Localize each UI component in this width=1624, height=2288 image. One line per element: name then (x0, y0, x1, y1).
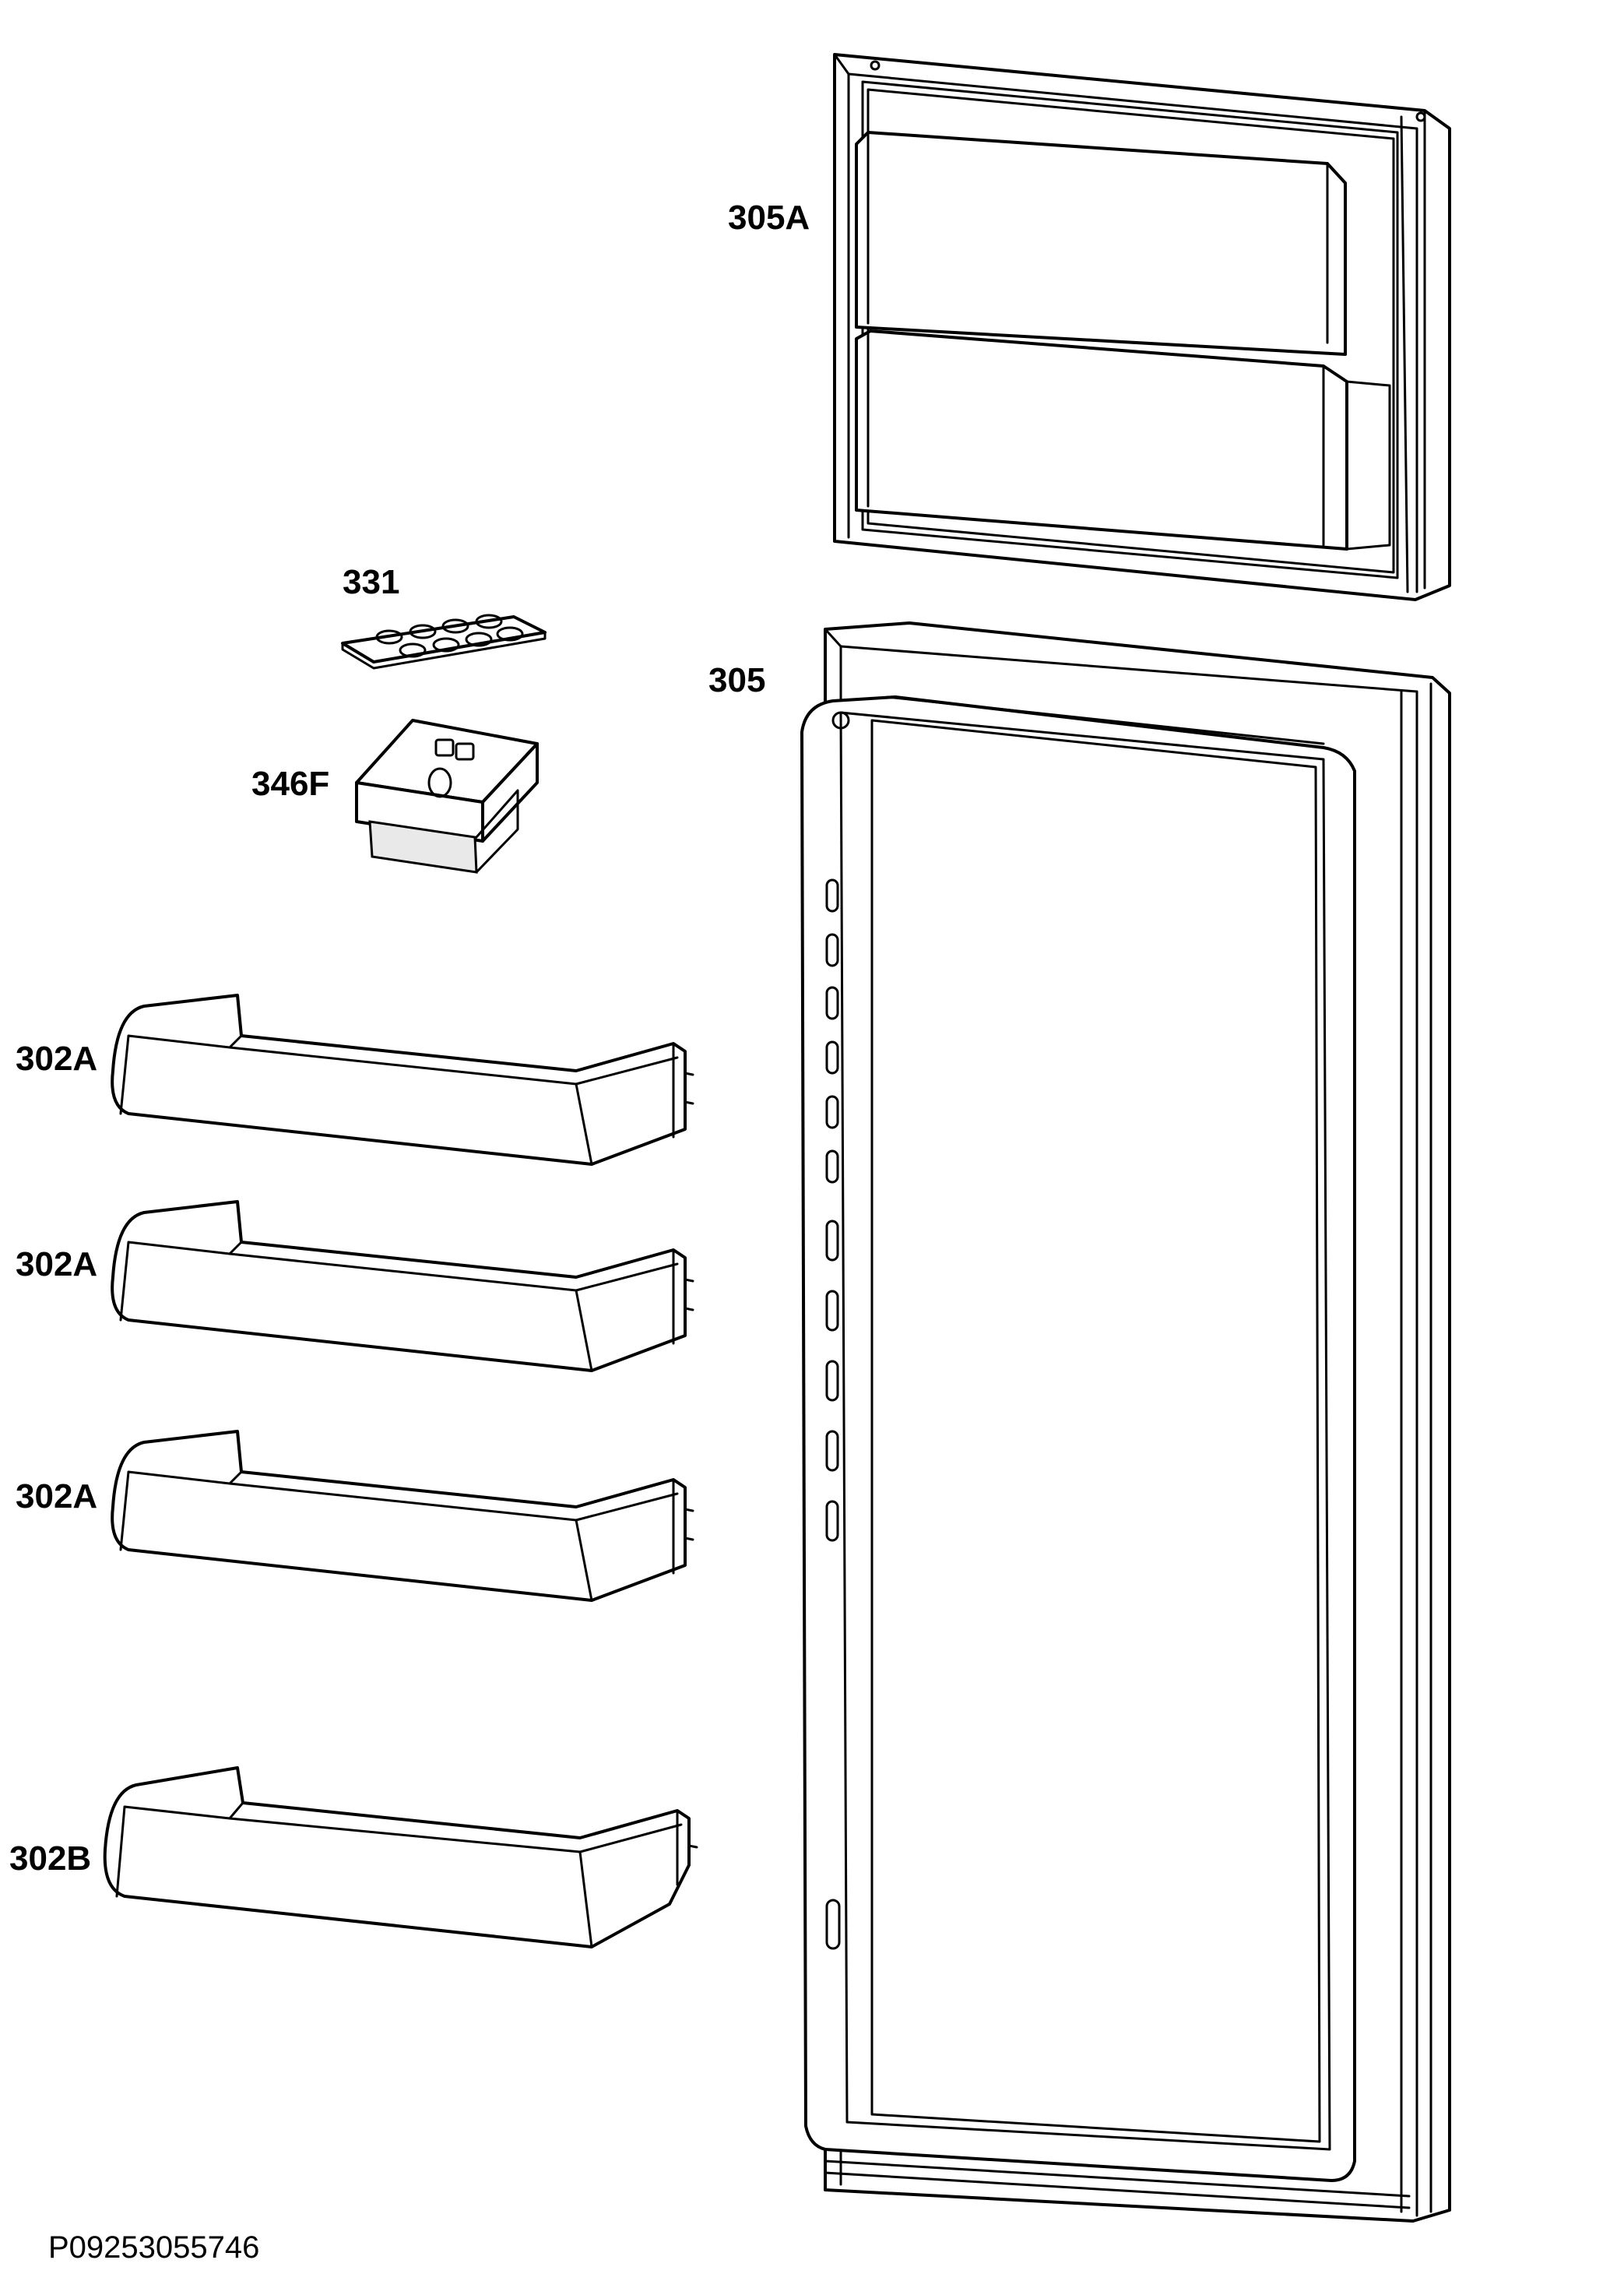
document-id: P09253055746 (48, 2230, 260, 2265)
egg-tray-331 (341, 614, 547, 670)
callout-302a-1: 302A (16, 1040, 98, 1078)
callout-305: 305 (708, 661, 766, 699)
door-shelf-302b (103, 1766, 698, 1948)
callout-302a-3: 302A (16, 1477, 98, 1515)
door-shelf-302a-3 (111, 1430, 694, 1602)
door-shelf-302a-1 (111, 994, 694, 1166)
callout-331: 331 (343, 563, 400, 601)
callout-346f: 346F (251, 765, 330, 803)
door-shelf-302a-2 (111, 1200, 694, 1372)
callout-305a: 305A (728, 199, 810, 237)
callout-302b: 302B (9, 1839, 92, 1878)
butter-box-346f (355, 719, 539, 874)
callout-302a-2: 302A (16, 1245, 98, 1283)
freezer-door-305a (833, 53, 1451, 601)
fridge-door-305 (800, 621, 1451, 2223)
